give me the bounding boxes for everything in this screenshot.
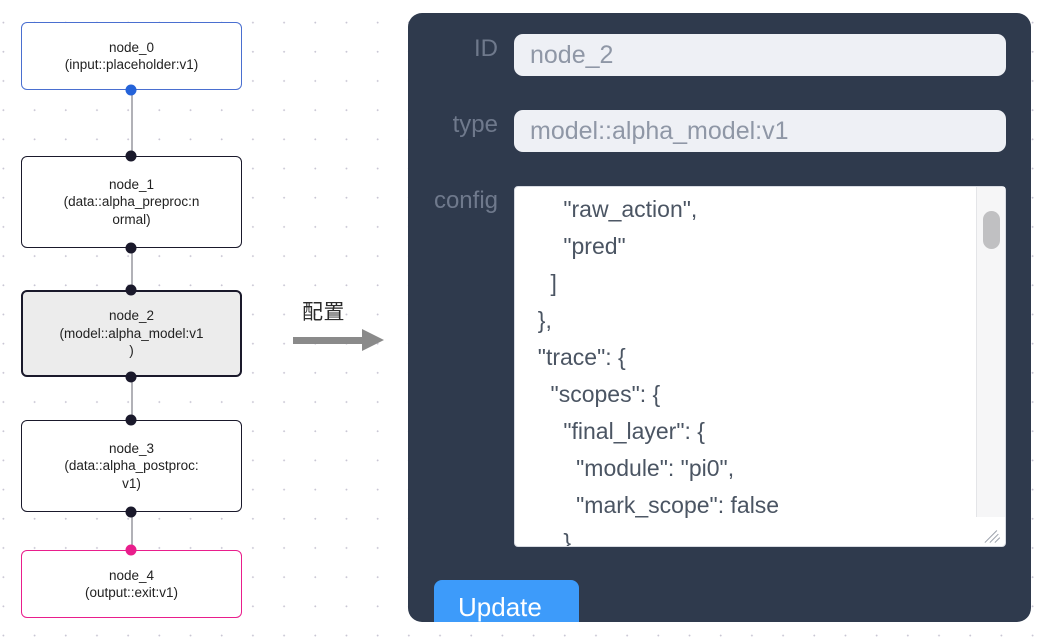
transition-annotation: 配置 [288,296,398,362]
config-field-label: config [433,187,498,214]
node_2-target-handle[interactable] [125,284,137,296]
type-input[interactable] [514,110,1006,152]
edge-node2-node3 [131,377,133,420]
graph-node-node_4[interactable]: node_4 (output::exit:v1) [21,550,242,618]
id-input[interactable] [514,34,1006,76]
transition-caption-label: 配置 [302,301,345,324]
node-subtitle: (model::alpha_model:v1 [59,325,204,341]
node_0-source-handle[interactable] [125,84,137,96]
node-title: node_2 [108,308,155,324]
node-subtitle-cont: ) [129,343,134,359]
edge-node3-node4 [131,512,133,550]
config-scrollbar[interactable] [976,187,1005,517]
node-subtitle: (input::placeholder:v1) [64,57,199,72]
node_3-source-handle[interactable] [125,506,137,518]
form-row-config: config [408,186,1006,547]
node_4-target-handle[interactable] [125,544,137,556]
config-textarea[interactable] [514,186,1006,547]
node_2-source-handle[interactable] [125,371,137,383]
node_1-target-handle[interactable] [125,150,137,162]
edge-node1-node2 [131,248,133,290]
form-row-id: ID [408,34,1006,76]
config-editor-wrapper [514,186,1006,547]
right-arrow-head-icon [362,329,384,351]
resize-handle-icon[interactable] [982,523,1004,545]
graph-node-node_3[interactable]: node_3 (data::alpha_postproc: v1) [21,420,242,512]
node-subtitle-cont: v1) [122,475,141,491]
node-subtitle: (data::alpha_preproc:n [63,194,200,210]
form-row-type: type [408,110,1006,152]
graph-node-node_2[interactable]: node_2 (model::alpha_model:v1 ) [21,290,242,377]
node-subtitle: (data::alpha_postproc: [64,458,199,474]
node-subtitle: (output::exit:v1) [84,585,179,600]
edge-node0-node1 [131,90,133,156]
node-title: node_1 [108,176,155,192]
node-config-panel: ID type config Update [408,13,1031,622]
config-scrollbar-thumb[interactable] [983,211,1000,249]
update-button[interactable]: Update [434,580,579,622]
right-arrow-icon [293,337,365,344]
graph-node-node_1[interactable]: node_1 (data::alpha_preproc:n ormal) [21,156,242,248]
node_1-source-handle[interactable] [125,242,137,254]
node-subtitle-cont: ormal) [112,211,151,227]
graph-node-node_0[interactable]: node_0 (input::placeholder:v1) [21,22,242,90]
node-title: node_4 [108,567,155,583]
node-title: node_0 [108,39,155,55]
flow-graph-canvas[interactable]: node_0 (input::placeholder:v1) node_1 (d… [0,0,400,643]
id-field-label: ID [474,35,498,62]
node_3-target-handle[interactable] [125,414,137,426]
node-title: node_3 [108,440,155,456]
type-field-label: type [452,111,498,138]
